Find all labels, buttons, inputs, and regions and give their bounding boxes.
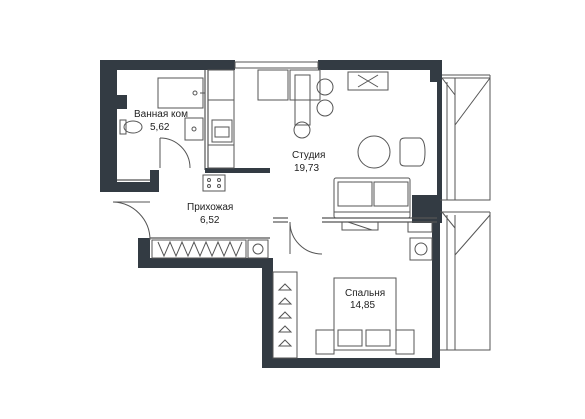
dining-table-icon xyxy=(357,135,391,169)
room-label-bedroom: Спальня xyxy=(345,288,386,299)
kitchen-counter xyxy=(207,69,321,169)
bathtub-icon xyxy=(157,77,205,109)
tv-unit xyxy=(347,71,389,91)
bar-counter xyxy=(293,74,334,139)
washing-machine-icon xyxy=(211,119,233,143)
room-label-bathroom: Ванная ком xyxy=(134,109,188,120)
room-area-bathroom: 5,62 xyxy=(150,122,170,133)
room-area-hallway: 6,52 xyxy=(200,215,220,226)
room-area-studio: 19,73 xyxy=(294,163,320,174)
room-label-hallway: Прихожая xyxy=(187,202,234,213)
washing-machine-icon xyxy=(409,237,433,261)
top-window xyxy=(234,61,319,69)
doors xyxy=(112,137,323,255)
room-area-bedroom: 14,85 xyxy=(350,300,376,311)
hallway-closet xyxy=(151,239,269,259)
sink-icon xyxy=(184,117,204,141)
interior-walls xyxy=(117,70,437,239)
armchair-icon xyxy=(399,137,426,167)
wall-shelf xyxy=(407,221,433,233)
toilet-icon xyxy=(119,119,143,135)
bed-icon xyxy=(315,277,415,355)
stove-icon xyxy=(202,174,226,192)
outer-walls xyxy=(100,60,442,368)
balcony xyxy=(440,74,491,351)
sofa-icon xyxy=(333,177,411,219)
room-label-studio: Студия xyxy=(292,150,326,161)
desk xyxy=(341,221,379,231)
wardrobe-icon xyxy=(272,271,298,359)
